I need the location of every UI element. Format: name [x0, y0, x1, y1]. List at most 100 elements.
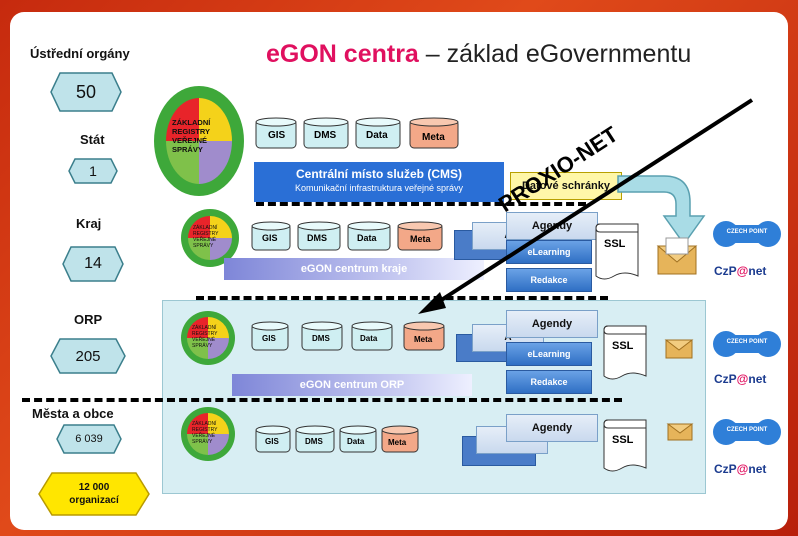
count-obce: 6 039 [75, 433, 103, 445]
db-label-gis: GIS [268, 130, 286, 141]
registry-text-2: REGISTRY [172, 127, 211, 136]
count-orp: 205 [75, 347, 101, 365]
registry-text-4: SPRÁVY [172, 145, 203, 154]
datove-schranky-box: Datové schránky [510, 172, 622, 200]
czechpoint-text-obce: CZECH POINT [726, 427, 768, 433]
czpnet-pre-obce: CzP [714, 462, 737, 476]
db-label-data: Data [366, 130, 388, 141]
czechpoint-logo-obce: CZECH POINT [712, 414, 782, 450]
db-row-obce: GIS DMS Data Meta [254, 422, 424, 461]
czechpoint-logo-kraj: CZECH POINT [712, 216, 782, 252]
level-name-stat: Stát [80, 132, 105, 147]
level-name-orp: ORP [74, 312, 103, 327]
db-obce-meta: Meta [388, 438, 407, 447]
czpnet-at: @ [736, 264, 749, 278]
count-hex-kraj: 14 [62, 246, 124, 282]
registry-orp-4: SPRÁVY [192, 343, 213, 349]
db-data-icon [355, 117, 401, 149]
kraj-centrum-band: eGON centrum kraje [224, 258, 484, 280]
registry-circle-orp: ZÁKLADNÍ REGISTRY VEŘEJNÉ SPRÁVY [180, 310, 236, 366]
db-dms-icon [303, 117, 349, 149]
db-obce-data: Data [347, 437, 365, 446]
czpnet-pre-orp: CzP [714, 372, 737, 386]
czpnet-post-orp: net [748, 372, 767, 386]
registry-obce-2: REGISTRY [192, 427, 218, 433]
orp-centrum-band: eGON centrum ORP [232, 374, 472, 396]
czpnet-post: net [748, 264, 767, 278]
registry-kraj-3: VEŘEJNÉ [193, 237, 217, 243]
separator-kraj-orp [196, 296, 608, 300]
registry-orp-2: REGISTRY [192, 331, 218, 337]
count-kraj: 14 [84, 255, 102, 272]
organizations-count: 12 000 [78, 482, 110, 493]
registry-orp-1: ZÁKLADNÍ [192, 325, 217, 331]
ssl-document-kraj: SSL [594, 222, 640, 282]
db-obce-dms: DMS [305, 437, 323, 446]
redakce-button-kraj: Redakce [506, 268, 592, 292]
czpnet-label-kraj: CzP@net [714, 264, 766, 278]
db-label-meta: Meta [422, 132, 445, 143]
db-orp-data: Data [360, 334, 378, 343]
db-label-dms: DMS [314, 130, 337, 141]
cms-box: Centrální místo služeb (CMS) Komunikační… [254, 162, 504, 202]
ssl-document-orp: SSL [602, 324, 648, 382]
czpnet-at-orp: @ [736, 372, 749, 386]
proxio-arrow-icon [418, 98, 754, 314]
title-rest: – základ eGovernmentu [418, 40, 692, 68]
db-meta-icon [409, 117, 459, 149]
count-hex-stat: 1 [68, 158, 118, 184]
czpnet-label-orp: CzP@net [714, 372, 766, 386]
registry-circle-stat: ZÁKLADNÍ REGISTRY VEŘEJNÉ SPRÁVY [152, 84, 246, 198]
envelope-icon-obce [666, 423, 694, 441]
separator-orp-obce [22, 398, 622, 402]
cms-title: Centrální místo služeb (CMS) [295, 167, 462, 181]
agendy-box-obce: Agendy [506, 414, 598, 442]
czpnet-pre: CzP [714, 264, 737, 278]
czpnet-label-obce: CzP@net [714, 462, 766, 476]
registry-circle-kraj: ZÁKLADNÍ REGISTRY VEŘEJNÉ SPRÁVY [180, 208, 240, 268]
redakce-button-orp: Redakce [506, 370, 592, 394]
czechpoint-text-orp: CZECH POINT [726, 339, 768, 345]
db-cylinders-obce [255, 425, 419, 453]
envelope-icon-kraj [656, 237, 698, 275]
db-row-orp: GIS DMS Data Meta [250, 318, 450, 359]
delivery-arrow-icon [617, 175, 706, 246]
czechpoint-logo-orp: CZECH POINT [712, 326, 782, 362]
registry-kraj-4: SPRÁVY [193, 243, 214, 249]
db-kraj-gis: GIS [262, 233, 278, 243]
envelope-icon-orp [664, 339, 694, 359]
ssl-label-orp: SSL [612, 340, 634, 352]
ssl-label-obce: SSL [612, 434, 634, 446]
db-row-kraj: GIS DMS Data Meta [250, 218, 450, 259]
organizations-label: organizací [69, 495, 119, 506]
registry-obce-3: VEŘEJNÉ [192, 433, 216, 439]
db-orp-meta: Meta [414, 335, 433, 344]
count-hex-ustredni: 50 [50, 72, 122, 112]
registry-obce-4: SPRÁVY [192, 439, 213, 445]
registry-text-3: VEŘEJNÉ [172, 136, 208, 145]
registry-circle-obce: ZÁKLADNÍ REGISTRY VEŘEJNÉ SPRÁVY [180, 406, 236, 462]
ssl-label-kraj: SSL [604, 238, 626, 250]
db-kraj-meta: Meta [410, 234, 431, 244]
db-cylinders-orp [251, 321, 445, 351]
registry-obce-1: ZÁKLADNÍ [192, 421, 217, 427]
registry-orp-3: VEŘEJNÉ [192, 337, 216, 343]
separator-stat-kraj [256, 202, 586, 206]
db-orp-gis: GIS [262, 334, 276, 343]
czpnet-at-obce: @ [736, 462, 749, 476]
level-name-obce: Města a obce [32, 406, 114, 421]
db-cylinders-stat [255, 117, 459, 149]
count-ustredni: 50 [75, 81, 97, 102]
count-hex-obce: 6 039 [56, 424, 122, 454]
agendy-box-orp: Agendy [506, 310, 598, 338]
db-row-stat: GIS DMS Data Meta [254, 114, 464, 159]
registry-text-1: ZÁKLADNÍ [172, 118, 211, 127]
czpnet-post-obce: net [748, 462, 767, 476]
ssl-document-obce: SSL [602, 418, 648, 474]
db-kraj-data: Data [357, 233, 377, 243]
organizations-badge: 12 000 organizací [38, 472, 150, 516]
elearning-button-kraj: eLearning [506, 240, 592, 264]
czechpoint-text-kraj: CZECH POINT [726, 229, 768, 235]
db-kraj-dms: DMS [307, 233, 327, 243]
level-name-ustredni: Ústřední orgány [30, 46, 130, 61]
